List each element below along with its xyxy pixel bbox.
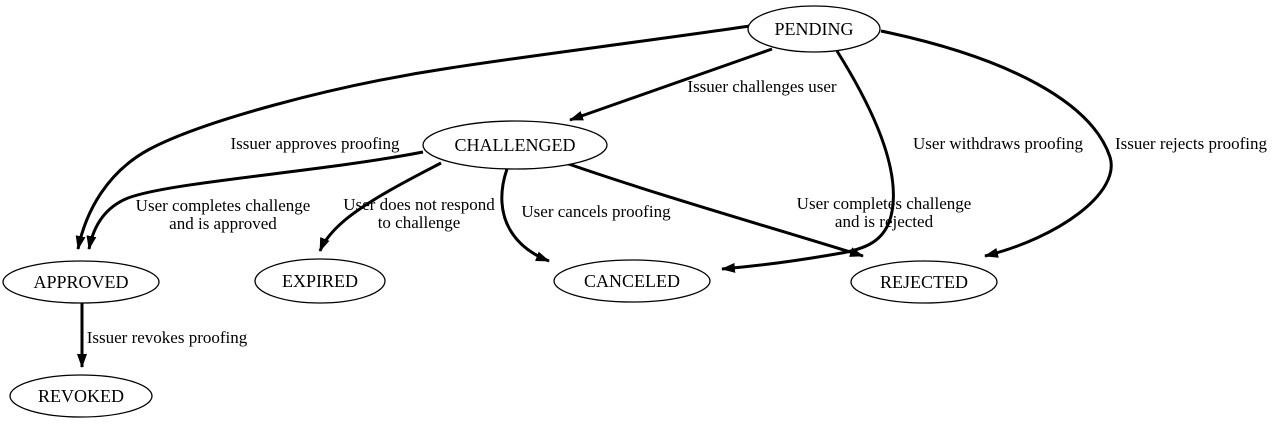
node-label-canceled: CANCELED bbox=[584, 271, 680, 291]
node-label-revoked: REVOKED bbox=[38, 386, 124, 406]
node-ellipse-revoked bbox=[9, 374, 153, 418]
edge-challenged-expired bbox=[318, 161, 442, 252]
node-label-approved: APPROVED bbox=[33, 272, 128, 292]
edge-pending-approved bbox=[75, 24, 751, 250]
edge-label-issuer-rejects-proofing: Issuer rejects proofing bbox=[1115, 134, 1268, 153]
edge-group bbox=[75, 24, 1113, 368]
node-ellipse-canceled bbox=[553, 259, 711, 303]
node-ellipse-expired bbox=[254, 258, 386, 304]
edge-label-issuer-revokes-proofing: Issuer revokes proofing bbox=[87, 328, 248, 347]
edge-label-user-completes-challenge-approved-line2: and is approved bbox=[169, 214, 277, 233]
node-ellipse-challenged bbox=[422, 120, 608, 170]
edge-challenged-approved bbox=[86, 150, 424, 250]
node-group: PENDING CHALLENGED APPROVED EXPIRED CANC… bbox=[2, 5, 998, 418]
node-label-expired: EXPIRED bbox=[282, 271, 358, 291]
node-ellipse-approved bbox=[2, 260, 160, 304]
node-approved: APPROVED bbox=[2, 260, 160, 304]
edge-label-group: Issuer challenges user Issuer approves p… bbox=[87, 77, 1268, 347]
edge-label-issuer-approves-proofing: Issuer approves proofing bbox=[230, 134, 400, 153]
edge-label-user-withdraws-proofing: User withdraws proofing bbox=[913, 134, 1083, 153]
node-label-challenged: CHALLENGED bbox=[455, 135, 576, 155]
edge-label-user-does-not-respond-line2: to challenge bbox=[378, 213, 461, 232]
edge-label-user-cancels-proofing: User cancels proofing bbox=[521, 202, 671, 221]
node-label-rejected: REJECTED bbox=[880, 272, 968, 292]
node-rejected: REJECTED bbox=[850, 260, 998, 304]
node-ellipse-pending bbox=[747, 5, 881, 53]
node-pending: PENDING bbox=[747, 5, 881, 53]
edge-label-user-completes-challenge-approved-line1: User completes challenge bbox=[136, 196, 311, 215]
node-label-pending: PENDING bbox=[775, 19, 854, 39]
node-revoked: REVOKED bbox=[9, 374, 153, 418]
edge-pending-challenged bbox=[569, 47, 773, 122]
edge-pending-canceled bbox=[721, 50, 895, 273]
node-ellipse-rejected bbox=[850, 260, 998, 304]
node-canceled: CANCELED bbox=[553, 259, 711, 303]
node-expired: EXPIRED bbox=[254, 258, 386, 304]
edge-challenged-rejected bbox=[559, 159, 864, 258]
edge-label-issuer-challenges-user: Issuer challenges user bbox=[687, 77, 837, 96]
node-challenged: CHALLENGED bbox=[422, 120, 608, 170]
edge-pending-rejected bbox=[880, 29, 1113, 258]
edge-label-user-completes-challenge-rejected-line2: and is rejected bbox=[835, 212, 934, 231]
edge-label-user-completes-challenge-rejected-line1: User completes challenge bbox=[797, 194, 972, 213]
edge-challenged-canceled bbox=[500, 168, 550, 263]
edge-label-user-does-not-respond-line1: User does not respond bbox=[343, 195, 495, 214]
